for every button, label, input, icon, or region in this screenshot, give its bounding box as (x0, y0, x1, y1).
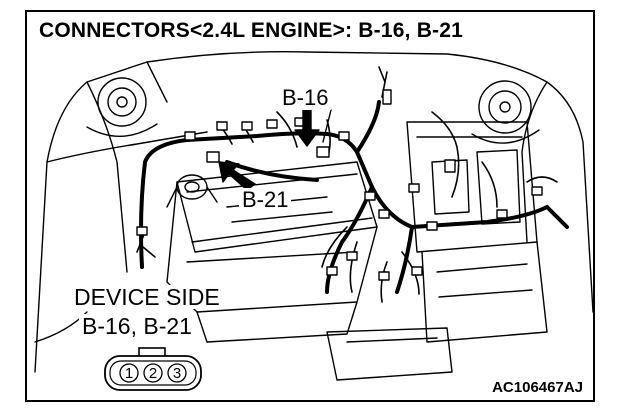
pin-2-circle (143, 363, 163, 383)
arrow-b16 (294, 109, 320, 147)
connector-pin-face: 1 2 3 (104, 347, 202, 391)
right-strut-tower (471, 80, 540, 144)
figure-code: AC106467AJ (490, 379, 585, 396)
distributor (166, 174, 218, 208)
diagram-frame: CONNECTORS<2.4L ENGINE>: B-16, B-21 B-16… (25, 10, 595, 402)
connector-b21-location (206, 151, 220, 163)
arrow-b21 (218, 161, 256, 191)
wiring-harness (139, 100, 569, 294)
callout-b21-label: B-21 (239, 188, 292, 212)
body-outline (34, 51, 593, 373)
pin-1-circle (119, 363, 139, 383)
device-side-heading: DEVICE SIDE (71, 285, 223, 309)
pin-3-circle (167, 363, 187, 383)
engine-bay-drawing (34, 51, 593, 381)
device-side-codes: B-16, B-21 (79, 314, 195, 338)
connector-pins: 1 2 3 (119, 363, 187, 383)
leader-b16 (322, 109, 332, 143)
callout-b16-label: B-16 (279, 86, 332, 110)
left-strut-tower (86, 77, 158, 137)
battery-area (326, 121, 548, 381)
pin-2-label: 2 (149, 365, 157, 382)
connector-b16-location (316, 146, 330, 158)
diagram-title: CONNECTORS<2.4L ENGINE>: B-16, B-21 (39, 19, 468, 45)
harness-connectors (136, 89, 543, 281)
pin-3-label: 3 (173, 365, 181, 382)
pin-1-label: 1 (125, 365, 133, 382)
